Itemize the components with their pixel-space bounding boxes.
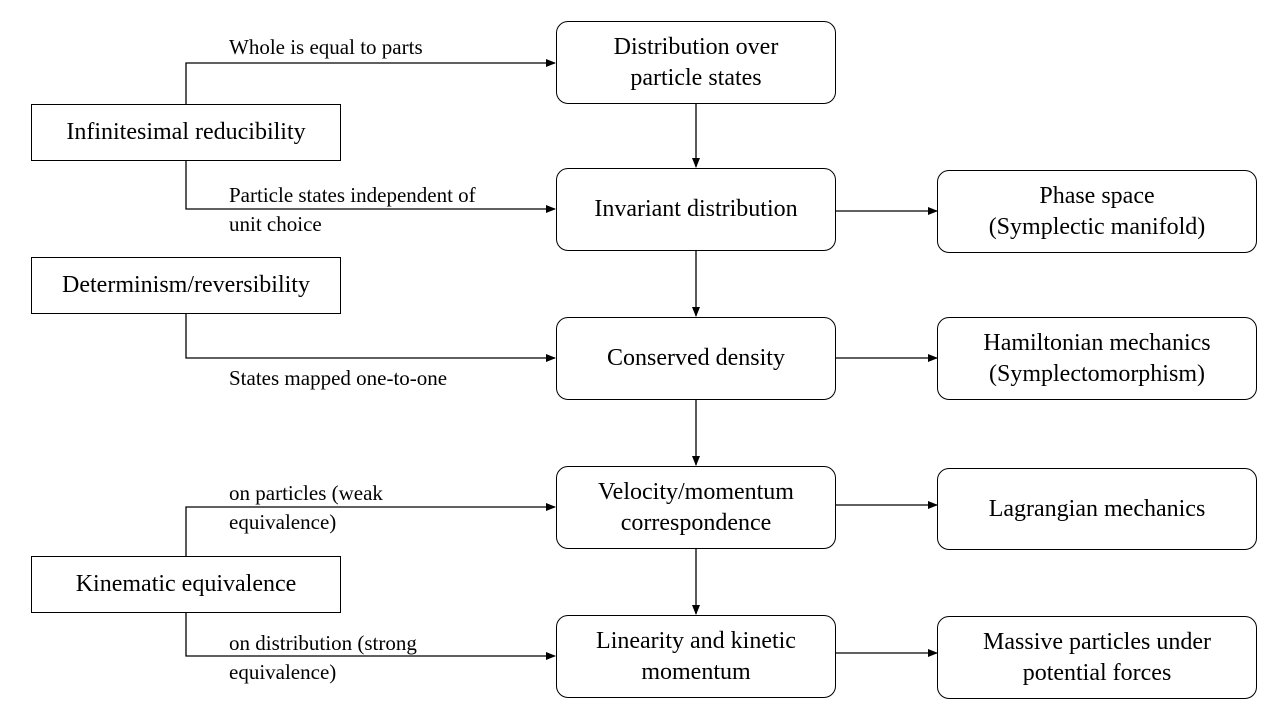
edge-label-strong-line-2: equivalence) bbox=[229, 660, 337, 684]
node-lagrangian-mechanics: Lagrangian mechanics bbox=[937, 468, 1257, 550]
edge-label-strong-line-1: on distribution (strong bbox=[229, 631, 417, 655]
node-infinitesimal-reducibility: Infinitesimal reducibility bbox=[31, 104, 341, 161]
node-invariant-distribution-label: Invariant distribution bbox=[594, 196, 798, 222]
node-linearity-line-2: momentum bbox=[641, 658, 751, 685]
node-kinematic-equivalence-label: Kinematic equivalence bbox=[75, 571, 297, 597]
node-conserved-density: Conserved density bbox=[556, 317, 836, 400]
node-conserved-density-label: Conserved density bbox=[607, 345, 785, 371]
arrow-reducibility-to-distribution bbox=[185, 59, 556, 104]
node-linearity-kinetic-momentum: Linearity and kinetic momentum bbox=[556, 615, 836, 698]
node-invariant-distribution: Invariant distribution bbox=[556, 168, 836, 251]
node-hamiltonian-mechanics: Hamiltonian mechanics (Symplectomorphism… bbox=[937, 317, 1257, 400]
node-massive-line-1: Massive particles under bbox=[983, 628, 1211, 655]
node-distribution-line-1: Distribution over bbox=[613, 33, 779, 60]
node-phase-space-line-2: (Symplectic manifold) bbox=[988, 213, 1206, 240]
node-hamiltonian-line-1: Hamiltonian mechanics bbox=[983, 329, 1211, 356]
node-lagrangian-label: Lagrangian mechanics bbox=[988, 495, 1206, 522]
node-distribution-over-particle-states: Distribution over particle states bbox=[556, 21, 836, 104]
node-distribution-line-2: particle states bbox=[630, 64, 762, 91]
node-linearity-line-1: Linearity and kinetic bbox=[596, 627, 796, 654]
node-massive-particles: Massive particles under potential forces bbox=[937, 616, 1257, 699]
node-hamiltonian-line-2: (Symplectomorphism) bbox=[989, 360, 1205, 387]
arrow-reducibility-to-invariant bbox=[185, 160, 556, 213]
edge-label-one-to-one: States mapped one-to-one bbox=[229, 364, 447, 393]
edge-label-weak-line-2: equivalence) bbox=[229, 510, 337, 534]
node-determinism-reversibility-label: Determinism/reversibility bbox=[62, 272, 310, 298]
edge-label-one-to-one-text: States mapped one-to-one bbox=[229, 366, 448, 390]
node-velocity-momentum-correspondence: Velocity/momentum correspondence bbox=[556, 466, 836, 549]
node-phase-space: Phase space (Symplectic manifold) bbox=[937, 170, 1257, 253]
node-kinematic-equivalence: Kinematic equivalence bbox=[31, 556, 341, 613]
edge-label-strong-equivalence: on distribution (strong equivalence) bbox=[229, 629, 417, 687]
edge-label-whole-parts: Whole is equal to parts bbox=[229, 33, 423, 62]
edge-label-unit-choice-line-1: Particle states independent of bbox=[229, 183, 476, 207]
edge-label-whole-parts-text: Whole is equal to parts bbox=[229, 35, 423, 59]
node-phase-space-line-1: Phase space bbox=[1039, 182, 1155, 209]
edge-label-weak-line-1: on particles (weak bbox=[229, 481, 383, 505]
edge-label-weak-equivalence: on particles (weak equivalence) bbox=[229, 479, 383, 537]
node-velocity-line-2: correspondence bbox=[620, 509, 772, 536]
arrow-determinism-to-conserved bbox=[185, 313, 556, 362]
node-velocity-line-1: Velocity/momentum bbox=[598, 478, 794, 505]
edge-label-unit-choice-line-2: unit choice bbox=[229, 212, 322, 236]
node-massive-line-2: potential forces bbox=[1022, 659, 1172, 686]
arrow-kinematic-to-velocity bbox=[185, 503, 556, 556]
node-determinism-reversibility: Determinism/reversibility bbox=[31, 257, 341, 314]
node-infinitesimal-reducibility-label: Infinitesimal reducibility bbox=[66, 119, 306, 145]
edge-label-unit-choice: Particle states independent of unit choi… bbox=[229, 181, 476, 239]
arrow-kinematic-to-linearity bbox=[185, 612, 556, 660]
